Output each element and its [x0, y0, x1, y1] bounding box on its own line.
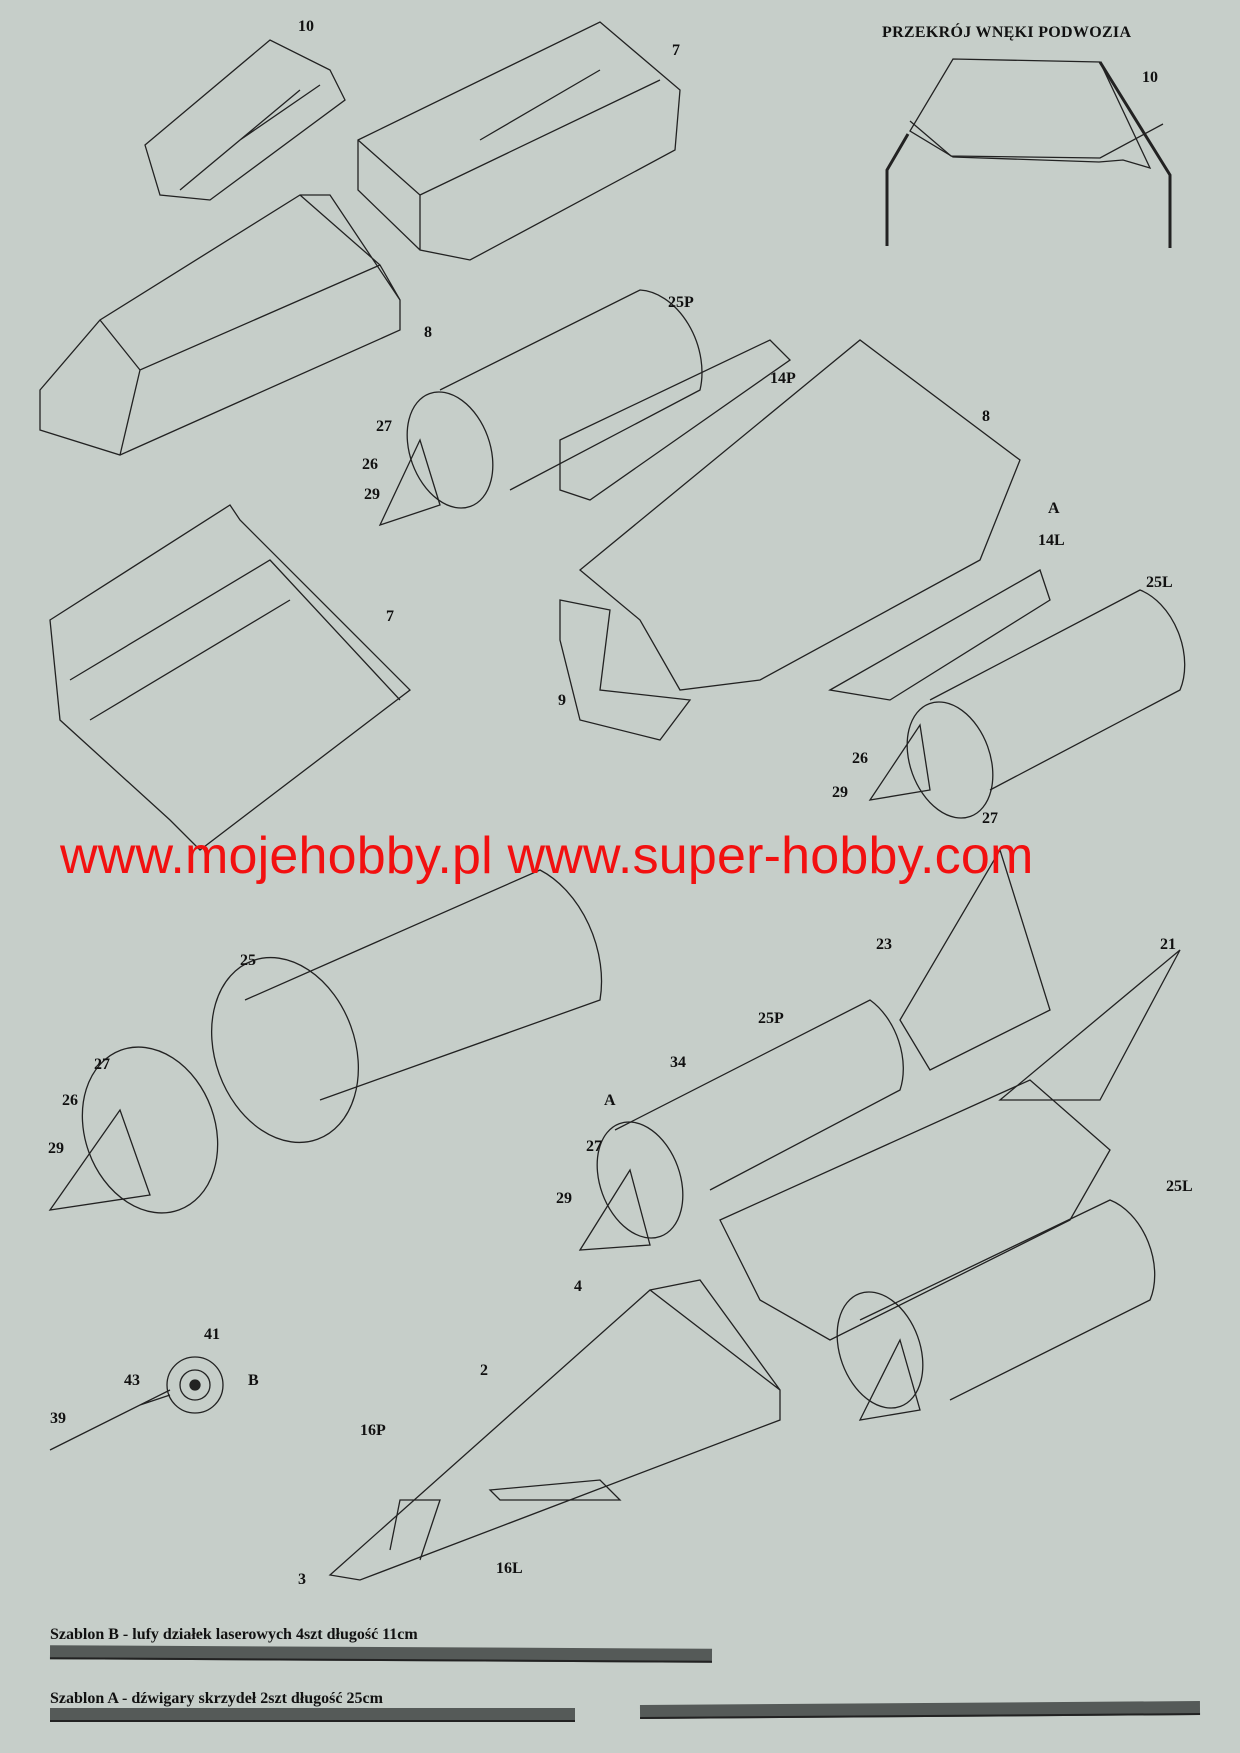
part-7-open-drawing: [49, 504, 411, 851]
part-label: 25P: [668, 294, 694, 311]
part-label: 9: [558, 692, 566, 709]
part-label: 4: [574, 1278, 582, 1295]
part-label: 2: [480, 1362, 488, 1379]
part-label: 34: [670, 1054, 686, 1071]
part-label: 27: [982, 810, 998, 827]
part-label: 26: [362, 456, 378, 473]
part-label: 29: [48, 1140, 64, 1157]
laser-gun-drawing: [49, 1356, 224, 1451]
part-label: 27: [586, 1138, 602, 1155]
section-title: PRZEKRÓJ WNĘKI PODWOZIA: [882, 24, 1132, 41]
part-7-top-drawing: [357, 21, 681, 261]
engine-25-drawing: [48, 869, 603, 1214]
part-label: B: [248, 1372, 259, 1389]
part-label: 43: [124, 1372, 140, 1389]
part-label: 26: [62, 1092, 78, 1109]
part-label: 8: [424, 324, 432, 341]
part-label: 26: [852, 750, 868, 767]
engine-upper-drawing: [378, 289, 1186, 819]
wheel-bay-cross-section: [885, 58, 1172, 248]
template-b-label: Szablon B - lufy działek laserowych 4szt…: [50, 1626, 418, 1643]
part-label: 25L: [1146, 574, 1173, 591]
part-label: 29: [556, 1190, 572, 1207]
part-label: 10: [298, 18, 314, 35]
part-label: 27: [376, 418, 392, 435]
part-label: 25L: [1166, 1178, 1193, 1195]
part-label: 21: [1160, 936, 1176, 953]
part-8-nose-drawing: [39, 194, 401, 456]
part-label: 8: [982, 408, 990, 425]
part-label: 16P: [360, 1422, 386, 1439]
template-a-label: Szablon A - dźwigary skrzydeł 2szt długo…: [50, 1690, 383, 1707]
part-label: 29: [364, 486, 380, 503]
part-label: A: [604, 1092, 616, 1109]
template-a-bar-left: [50, 1708, 575, 1722]
part-label: 7: [386, 608, 394, 625]
lower-assembly-drawing: [328, 848, 1181, 1581]
part-label: 23: [876, 936, 892, 953]
part-label: 41: [204, 1326, 220, 1343]
watermark: www.mojehobby.pl www.super-hobby.com: [60, 827, 1034, 885]
part-label: 14P: [770, 370, 796, 387]
part-label: 25P: [758, 1010, 784, 1027]
part-label: 29: [832, 784, 848, 801]
part-label: 16L: [496, 1560, 523, 1577]
part-label: 3: [298, 1571, 306, 1588]
part-label: 39: [50, 1410, 66, 1427]
part-label: 27: [94, 1056, 110, 1073]
part-label: 25: [240, 952, 256, 969]
part-label: 7: [672, 42, 680, 59]
part-10-drawing: [144, 39, 346, 201]
part-label: 10: [1142, 69, 1158, 86]
part-label: 14L: [1038, 532, 1065, 549]
part-label: A: [1048, 500, 1060, 517]
